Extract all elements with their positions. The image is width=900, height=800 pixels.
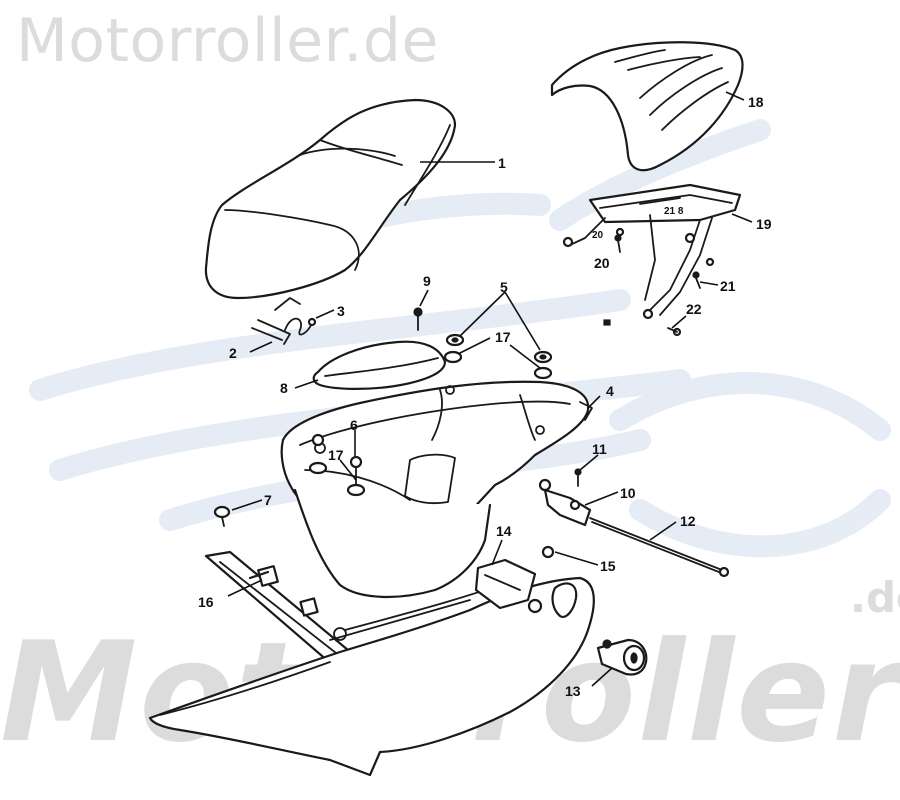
callout-3: 3 <box>337 303 345 319</box>
callout-16: 16 <box>198 594 214 610</box>
callout-21: 21 <box>720 278 736 294</box>
watermark-bottom-suffix: .de <box>850 573 900 622</box>
callout-12: 12 <box>680 513 696 529</box>
lock-bracket-part <box>474 545 555 614</box>
rear-carrier-part <box>562 183 742 320</box>
screw-part-9 <box>413 307 423 331</box>
seat-lock-part <box>538 468 730 578</box>
carrier-small-label-a: 21 8 <box>664 206 684 217</box>
battery-cover-part <box>312 340 447 390</box>
callout-10: 10 <box>620 485 636 501</box>
screw-part-7 <box>213 505 231 527</box>
callout-13: 13 <box>565 683 581 699</box>
seat-part <box>204 98 457 300</box>
callout-labels: 1 2 3 4 5 6 7 8 9 10 11 12 13 14 15 16 1… <box>198 94 772 699</box>
callout-4: 4 <box>606 383 614 399</box>
key-cylinder-part <box>596 638 648 676</box>
callout-20: 20 <box>594 255 610 271</box>
leader-lines <box>227 91 753 687</box>
callout-19: 19 <box>756 216 772 232</box>
callout-17-right: 17 <box>495 329 511 345</box>
callout-15: 15 <box>600 558 616 574</box>
callout-6: 6 <box>350 417 358 433</box>
callout-18: 18 <box>748 94 764 110</box>
callout-22: 22 <box>686 301 702 317</box>
callout-11: 11 <box>592 441 607 457</box>
watermark-top-text: Motorroller.de <box>16 6 439 76</box>
callout-17-left: 17 <box>328 447 344 463</box>
callout-2: 2 <box>229 345 237 361</box>
carrier-small-label-b: 20 <box>592 230 604 241</box>
carrier-bolts <box>603 234 701 337</box>
callout-9: 9 <box>423 273 431 289</box>
callout-8: 8 <box>280 380 288 396</box>
seat-hinge-part <box>251 297 317 345</box>
callout-5: 5 <box>500 279 508 295</box>
callout-1: 1 <box>498 155 506 171</box>
rear-body-panel <box>148 576 595 777</box>
rack-cover-part <box>550 41 744 172</box>
bolt-parts-6 <box>308 433 366 497</box>
callout-7: 7 <box>264 492 272 508</box>
callout-14: 14 <box>496 523 512 539</box>
grommet-parts <box>443 333 553 380</box>
